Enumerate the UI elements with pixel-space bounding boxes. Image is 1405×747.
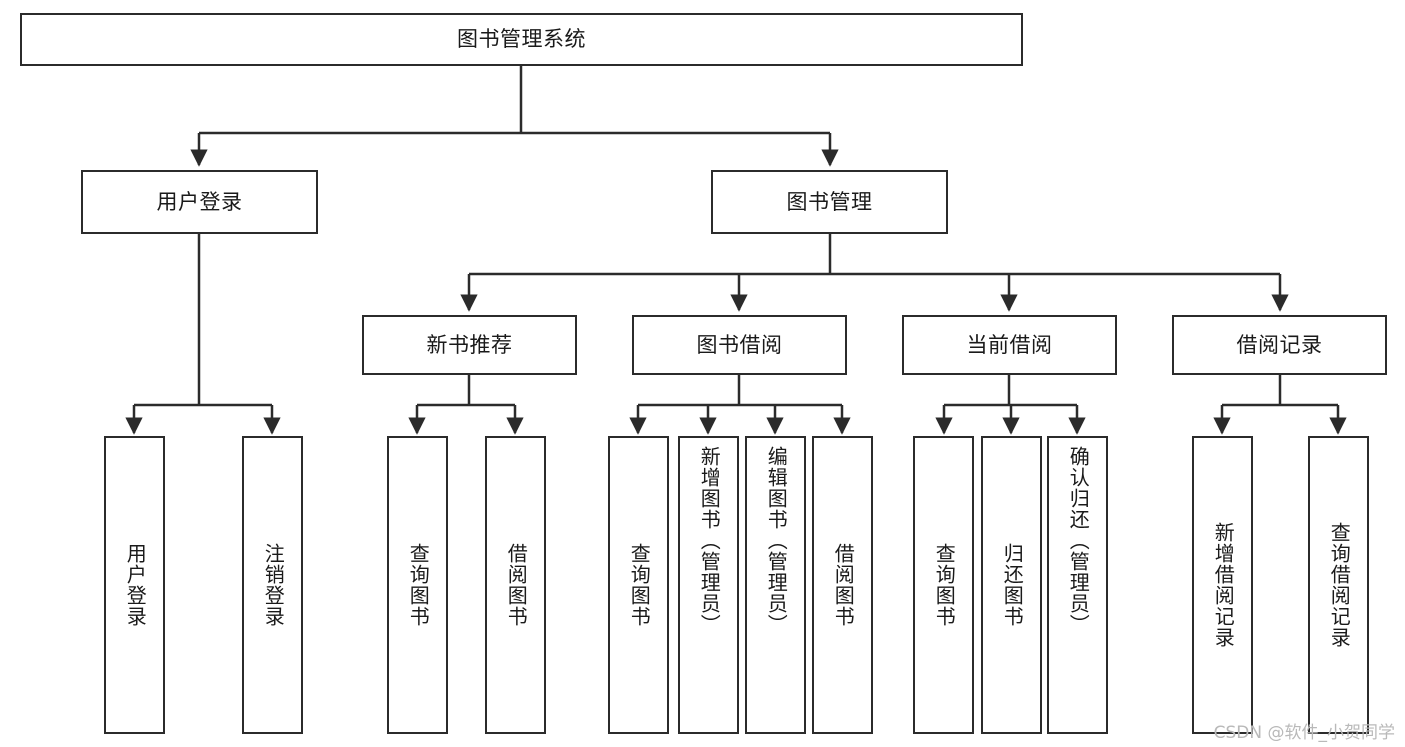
node-user-login[interactable]: 用户登录 (81, 170, 318, 234)
node-label: 新增借阅记录 (1211, 522, 1236, 648)
leaf-current-borrow-return[interactable]: 归还图书 (981, 436, 1042, 734)
node-label: 当前借阅 (966, 332, 1053, 357)
node-book-management-system[interactable]: 图书管理系统 (20, 13, 1023, 66)
leaf-book-borrow-query[interactable]: 查询图书 (608, 436, 669, 734)
node-label: 查询图书 (932, 543, 957, 627)
node-label: 图书管理 (786, 189, 873, 214)
node-borrow-record[interactable]: 借阅记录 (1172, 315, 1387, 375)
node-label: 用户登录 (156, 189, 243, 214)
node-label: 确认归还（管理员） (1066, 446, 1091, 635)
node-label: 用户登录 (123, 543, 148, 627)
node-new-book-recommend[interactable]: 新书推荐 (362, 315, 577, 375)
node-label: 新增图书（管理员） (697, 446, 722, 635)
node-label: 图书借阅 (696, 332, 783, 357)
node-label: 新书推荐 (426, 332, 513, 357)
leaf-new-book-borrow[interactable]: 借阅图书 (485, 436, 546, 734)
csdn-watermark: CSDN @软件_小贺同学 (1213, 723, 1395, 743)
node-label: 编辑图书（管理员） (764, 446, 789, 635)
node-label: 查询图书 (406, 543, 431, 627)
node-label: 借阅记录 (1236, 332, 1323, 357)
leaf-book-borrow-edit[interactable]: 编辑图书（管理员） (745, 436, 806, 734)
leaf-borrow-record-add[interactable]: 新增借阅记录 (1192, 436, 1253, 734)
node-label: 借阅图书 (831, 543, 856, 627)
node-label: 注销登录 (261, 543, 286, 627)
node-current-borrow[interactable]: 当前借阅 (902, 315, 1117, 375)
node-label: 归还图书 (1000, 543, 1025, 627)
leaf-borrow-record-query[interactable]: 查询借阅记录 (1308, 436, 1369, 734)
leaf-new-book-query[interactable]: 查询图书 (387, 436, 448, 734)
leaf-current-borrow-query[interactable]: 查询图书 (913, 436, 974, 734)
leaf-current-borrow-confirm-return[interactable]: 确认归还（管理员） (1047, 436, 1108, 734)
node-book-management[interactable]: 图书管理 (711, 170, 948, 234)
leaf-user-login-logout[interactable]: 注销登录 (242, 436, 303, 734)
leaf-book-borrow-add[interactable]: 新增图书（管理员） (678, 436, 739, 734)
node-label: 查询图书 (627, 543, 652, 627)
node-label: 图书管理系统 (457, 27, 586, 52)
node-book-borrow[interactable]: 图书借阅 (632, 315, 847, 375)
leaf-user-login-login[interactable]: 用户登录 (104, 436, 165, 734)
node-label: 借阅图书 (504, 543, 529, 627)
node-label: 查询借阅记录 (1327, 522, 1352, 648)
leaf-book-borrow-borrow[interactable]: 借阅图书 (812, 436, 873, 734)
